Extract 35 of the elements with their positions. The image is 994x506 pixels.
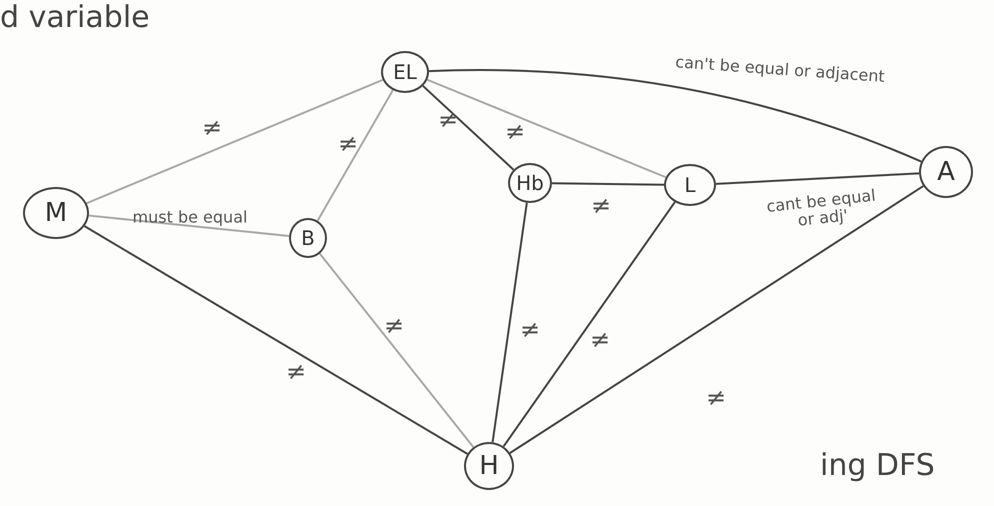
connector-line bbox=[86, 78, 384, 204]
edge-label: ≠ bbox=[438, 107, 458, 133]
variable-circle: M bbox=[23, 187, 89, 239]
variable-circle: Hb bbox=[508, 163, 552, 203]
variable-circle: H bbox=[464, 442, 514, 490]
connector-line bbox=[88, 214, 290, 238]
variable-circle: A bbox=[919, 146, 973, 198]
edge-label: ≠ bbox=[384, 313, 404, 339]
connector-line bbox=[509, 185, 924, 454]
edge-label: ≠ bbox=[338, 131, 358, 157]
variable-circle: L bbox=[664, 164, 716, 206]
connector-line bbox=[716, 172, 920, 185]
connector-line bbox=[422, 85, 514, 170]
note-text: d variable bbox=[0, 0, 150, 35]
connector-line bbox=[84, 225, 468, 455]
edge-label: must be equal bbox=[132, 210, 248, 226]
connector-line bbox=[428, 69, 922, 162]
connector-line bbox=[492, 202, 528, 442]
connector-line bbox=[552, 182, 664, 186]
edge-label: ≠ bbox=[505, 119, 525, 145]
connector-line bbox=[426, 78, 666, 178]
edge-label: ≠ bbox=[591, 193, 611, 219]
connector-line bbox=[502, 202, 676, 448]
edge-label: can't be equal or adjacent bbox=[674, 54, 886, 86]
edge-label: ≠ bbox=[286, 359, 306, 385]
variable-circle: EL bbox=[381, 51, 429, 93]
edge-label: ≠ bbox=[706, 385, 726, 411]
edge-label: cant be equal or adj' bbox=[766, 188, 878, 232]
note-text: ing DFS bbox=[820, 448, 935, 483]
edge-label: ≠ bbox=[520, 317, 540, 343]
variable-circle: B bbox=[289, 218, 327, 258]
edge-label: ≠ bbox=[202, 115, 222, 141]
connector-line bbox=[316, 90, 394, 222]
edge-label: ≠ bbox=[590, 327, 610, 353]
connector-line bbox=[319, 253, 474, 448]
